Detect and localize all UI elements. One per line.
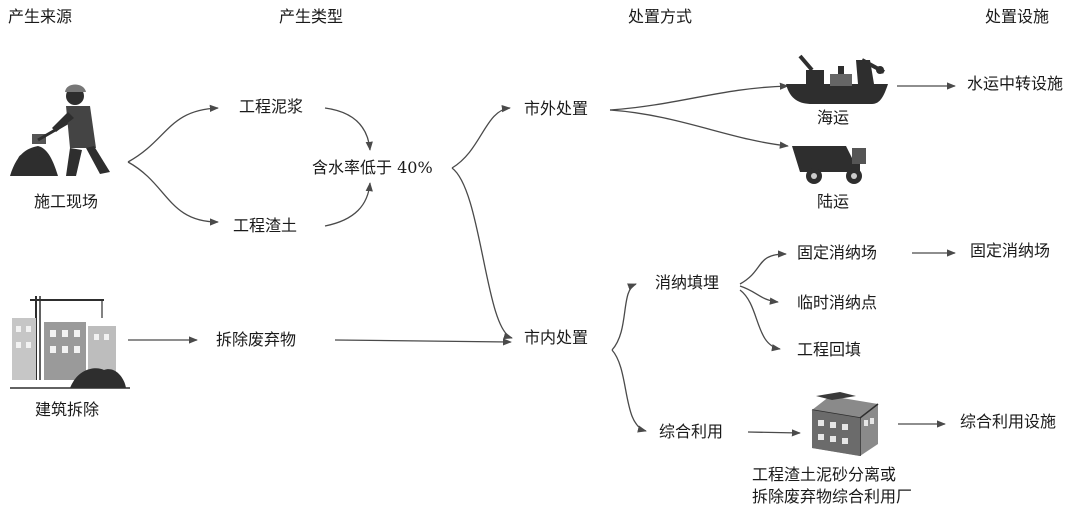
worker-shoveling-icon [10,84,110,176]
dredging-ship-icon [786,54,888,104]
factory-building-icon [811,392,879,456]
method-backfill: 工程回填 [797,340,862,359]
type-moisture: 含水率低于 40% [312,158,433,177]
header-type: 产生类型 [279,7,344,26]
type-mud: 工程泥浆 [239,97,304,116]
arrow-site-to-residue [127,161,219,226]
type-residue: 工程渣土 [233,216,298,235]
arrow-utilization-to-factory [747,429,801,437]
arrow-inside-to-utilization [611,349,647,433]
method-temp-site: 临时消纳点 [797,293,878,312]
arrow-mud-to-moisture [324,107,373,151]
connectors [127,82,956,437]
source-demolition: 建筑拆除 [34,400,100,419]
header-facility: 处置设施 [985,7,1050,26]
arrow-outside-to-land [609,109,789,149]
type-demolition-waste: 拆除废弃物 [216,330,297,349]
arrow-inside-to-landfill [611,283,637,351]
arrow-site-to-mud [127,104,219,163]
method-fixed-site: 固定消纳场 [797,243,878,262]
facility-plant: 工程渣土泥砂分离或 拆除废弃物综合利用厂 [752,465,913,506]
method-land: 陆运 [817,192,850,211]
arrow-waste-to-inside [334,338,512,346]
arrow-outside-to-sea [609,82,789,111]
arrow-landfill-to-backfill [739,289,781,352]
header-method: 处置方式 [628,7,693,26]
arrow-landfill-to-temp [739,285,779,305]
method-utilization: 综合利用 [659,422,724,441]
method-sea: 海运 [817,108,850,127]
facility-utilization: 综合利用设施 [960,412,1057,431]
arrow-moisture-to-inside [451,167,513,340]
dump-truck-icon [792,146,866,184]
source-construction-site: 施工现场 [33,192,99,211]
header-source: 产生来源 [8,7,73,26]
arrow-landfill-to-fixed [739,250,787,285]
arrow-residue-to-moisture [324,182,373,227]
facility-fixed-site: 固定消纳场 [970,241,1051,260]
facility-water-transfer: 水运中转设施 [967,74,1064,93]
method-landfill: 消纳填埋 [655,273,720,292]
building-demolition-icon [10,296,130,389]
arrow-moisture-to-outside [451,105,511,169]
method-inside-city: 市内处置 [524,328,589,347]
method-outside-city: 市外处置 [524,99,589,118]
